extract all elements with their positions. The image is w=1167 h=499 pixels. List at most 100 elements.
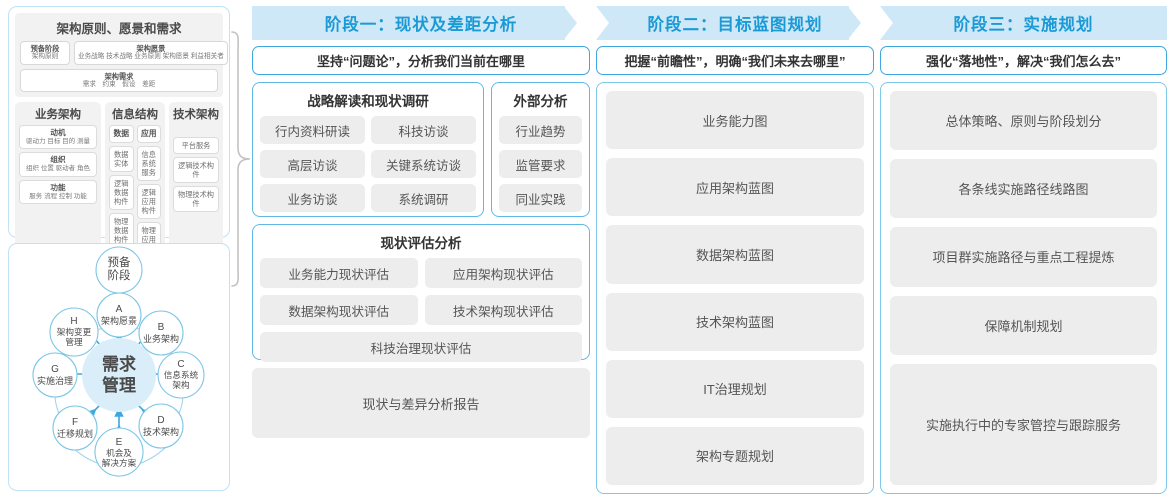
implementation-item[interactable]: 总体策略、原则与阶段划分 — [890, 91, 1157, 151]
svg-text:架构: 架构 — [172, 379, 190, 390]
phase-three-body: 总体策略、原则与阶段划分 各条线实施路径线路图 项目群实施路径与重点工程提炼 保… — [880, 82, 1167, 494]
assessment-item[interactable]: 数据架构现状评估 — [260, 295, 418, 325]
phase-two-header: 阶段二：目标蓝图规划 — [596, 6, 875, 40]
current-state-assessment-title: 现状评估分析 — [380, 236, 462, 251]
strategy-item[interactable]: 关键系统访谈 — [371, 150, 476, 178]
assessment-item-wide[interactable]: 科技治理现状评估 — [260, 332, 582, 362]
phase-two-subtitle: 把握“前瞻性”，明确“我们未来去哪里” — [596, 46, 874, 75]
chevron-right-icon — [565, 6, 591, 40]
svg-text:B: B — [158, 322, 165, 333]
brace-connector — [230, 30, 256, 288]
blueprint-item[interactable]: 技术架构蓝图 — [606, 292, 864, 351]
phase-three-title: 阶段三：实施规划 — [953, 16, 1094, 34]
svg-text:G: G — [51, 364, 59, 375]
svg-text:F: F — [72, 417, 78, 428]
external-analysis-card: 外部分析 行业趋势 监管要求 同业实践 — [491, 82, 590, 217]
business-architecture-title: 业务架构 — [35, 109, 81, 122]
phase-two: 阶段二：目标蓝图规划 把握“前瞻性”，明确“我们未来去哪里” 业务能力图 应用架… — [596, 6, 875, 494]
svg-text:架构愿景: 架构愿景 — [101, 315, 137, 326]
phases-area: 阶段一：现状及差距分析 坚持“问题论”，分析我们当前在哪里 战略解读和现状调研 … — [252, 6, 1167, 494]
svg-text:机会及: 机会及 — [106, 447, 132, 458]
phase-three: 阶段三：实施规划 强化“落地性”，解决“我们怎么去” 总体策略、原则与阶段划分 … — [880, 6, 1167, 494]
chevron-left-notch-icon — [596, 6, 609, 40]
svg-text:解决方案: 解决方案 — [102, 457, 137, 468]
architecture-requirements-cell: 架构需求 需求 约束 假设 差距 — [20, 68, 218, 93]
strategy-item[interactable]: 行内资料研读 — [260, 116, 365, 144]
svg-text:实施治理: 实施治理 — [37, 375, 73, 386]
external-item[interactable]: 行业趋势 — [499, 116, 582, 144]
strategy-research-card: 战略解读和现状调研 行内资料研读 科技访谈 高层访谈 关键系统访谈 业务访谈 系… — [252, 82, 484, 217]
strategy-item[interactable]: 科技访谈 — [371, 116, 476, 144]
svg-text:技术架构: 技术架构 — [143, 426, 179, 437]
svg-text:H: H — [70, 316, 77, 327]
architecture-content-framework-panel: 架构原则、愿景和需求 预备阶段 架构原则 架构愿景 业务战略 技术战略 业务原则… — [8, 6, 230, 311]
blueprint-item[interactable]: 架构专题规划 — [606, 426, 864, 486]
blueprint-item[interactable]: 业务能力图 — [606, 91, 864, 150]
phase-one-header: 阶段一：现状及差距分析 — [252, 6, 591, 40]
business-motivation-cell: 动机 驱动力 目标 目的 测量 — [19, 125, 97, 150]
technology-architecture-title: 技术架构 — [173, 109, 219, 122]
svg-text:迁移规划: 迁移规划 — [57, 428, 93, 439]
information-structure-title: 信息结构 — [112, 109, 158, 122]
assessment-item[interactable]: 技术架构现状评估 — [424, 295, 582, 325]
svg-text:业务架构: 业务架构 — [143, 333, 179, 344]
external-analysis-title: 外部分析 — [513, 94, 568, 109]
prep-phase-sub: 架构原则 — [31, 53, 59, 60]
business-architecture-column: 业务架构 动机 驱动力 目标 目的 测量 组织 组织 位置 驱动者 角色 功能 … — [15, 102, 101, 261]
adm-prep-line1: 预备 — [108, 255, 131, 269]
architecture-requirements-title: 架构需求 — [104, 71, 134, 81]
assessment-item[interactable]: 应用架构现状评估 — [424, 258, 582, 288]
blueprint-item[interactable]: 应用架构蓝图 — [606, 158, 864, 217]
chevron-left-notch-icon — [880, 6, 893, 40]
external-analysis-items: 行业趋势 监管要求 同业实践 — [499, 116, 582, 212]
adm-cycle-panel: 预备 阶段 需求 管理 A 架构愿景 B 业务架构 C — [8, 243, 230, 491]
phase-two-body: 业务能力图 应用架构蓝图 数据架构蓝图 技术架构蓝图 IT治理规划 架构专题规划 — [596, 82, 874, 494]
current-state-assessment-card: 现状评估分析 业务能力现状评估 应用架构现状评估 数据架构现状评估 技术架构现状… — [252, 224, 590, 362]
external-item[interactable]: 同业实践 — [499, 184, 582, 212]
phase-three-subtitle: 强化“落地性”，解决“我们怎么去” — [880, 46, 1167, 75]
technology-architecture-column: 技术架构 平台服务 逻辑技术构件 物理技术构件 — [169, 102, 223, 261]
architecture-vision-sub: 业务战略 技术战略 业务原则 架构愿景 利益相关者 — [78, 53, 224, 60]
svg-text:C: C — [177, 359, 184, 370]
strategy-item[interactable]: 系统调研 — [371, 184, 476, 212]
svg-text:A: A — [116, 304, 123, 315]
implementation-item[interactable]: 实施执行中的专家管控与跟踪服务 — [890, 363, 1157, 485]
architecture-domain-columns: 业务架构 动机 驱动力 目标 目的 测量 组织 组织 位置 驱动者 角色 功能 … — [15, 102, 223, 261]
architecture-principles-header: 架构原则、愿景和需求 — [56, 22, 182, 36]
prep-phase-cell: 预备阶段 架构原则 — [20, 41, 70, 65]
information-structure-column: 信息结构 数据 数据实体 逻辑数据构件 物理数据构件 应用 信息系统服务 逻辑应… — [105, 102, 165, 261]
strategy-research-items: 行内资料研读 科技访谈 高层访谈 关键系统访谈 业务访谈 系统调研 — [260, 116, 476, 212]
architecture-principles-block: 架构原则、愿景和需求 预备阶段 架构原则 架构愿景 业务战略 技术战略 业务原则… — [15, 13, 228, 98]
strategy-item[interactable]: 高层访谈 — [260, 150, 365, 178]
business-function-cell: 功能 服务 流程 控制 功能 — [19, 179, 97, 205]
phase-one-subtitle: 坚持“问题论”，分析我们当前在哪里 — [252, 46, 590, 75]
business-organization-cell: 组织 组织 位置 驱动者 角色 — [19, 152, 97, 177]
blueprint-item[interactable]: IT治理规划 — [606, 359, 864, 418]
phase-two-title: 阶段二：目标蓝图规划 — [647, 16, 823, 34]
svg-text:信息系统: 信息系统 — [164, 369, 199, 380]
strategy-item[interactable]: 业务访谈 — [260, 184, 365, 212]
data-stack: 数据 数据实体 逻辑数据构件 物理数据构件 — [109, 125, 134, 257]
gap-analysis-report-item[interactable]: 现状与差异分析报告 — [252, 368, 590, 438]
architecture-vision-title: 架构愿景 — [136, 44, 166, 53]
current-state-assessment-items: 业务能力现状评估 应用架构现状评估 数据架构现状评估 技术架构现状评估 科技治理… — [260, 258, 582, 362]
phase-one-body: 战略解读和现状调研 行内资料研读 科技访谈 高层访谈 关键系统访谈 业务访谈 系… — [252, 82, 590, 494]
svg-text:E: E — [116, 437, 123, 448]
phase-three-header: 阶段三：实施规划 — [880, 6, 1167, 40]
adm-cycle-diagram: 预备 阶段 需求 管理 A 架构愿景 B 业务架构 C — [9, 244, 229, 490]
architecture-vision-cell: 架构愿景 业务战略 技术战略 业务原则 架构愿景 利益相关者 — [74, 41, 228, 65]
svg-text:D: D — [157, 415, 164, 426]
adm-prep-line2: 阶段 — [108, 268, 131, 282]
svg-text:架构变更: 架构变更 — [57, 326, 92, 337]
svg-text:管理: 管理 — [65, 336, 83, 347]
implementation-item[interactable]: 保障机制规划 — [890, 295, 1157, 355]
blueprint-item[interactable]: 数据架构蓝图 — [606, 225, 864, 284]
assessment-item[interactable]: 业务能力现状评估 — [260, 258, 418, 288]
implementation-item[interactable]: 项目群实施路径与重点工程提炼 — [890, 227, 1157, 287]
implementation-item[interactable]: 各条线实施路径线路图 — [890, 159, 1157, 219]
external-item[interactable]: 监管要求 — [499, 150, 582, 178]
phase-one-title: 阶段一：现状及差距分析 — [324, 16, 518, 34]
togaf-reference-column: 架构原则、愿景和需求 预备阶段 架构原则 架构愿景 业务战略 技术战略 业务原则… — [8, 6, 230, 494]
strategy-research-title: 战略解读和现状调研 — [307, 94, 429, 109]
